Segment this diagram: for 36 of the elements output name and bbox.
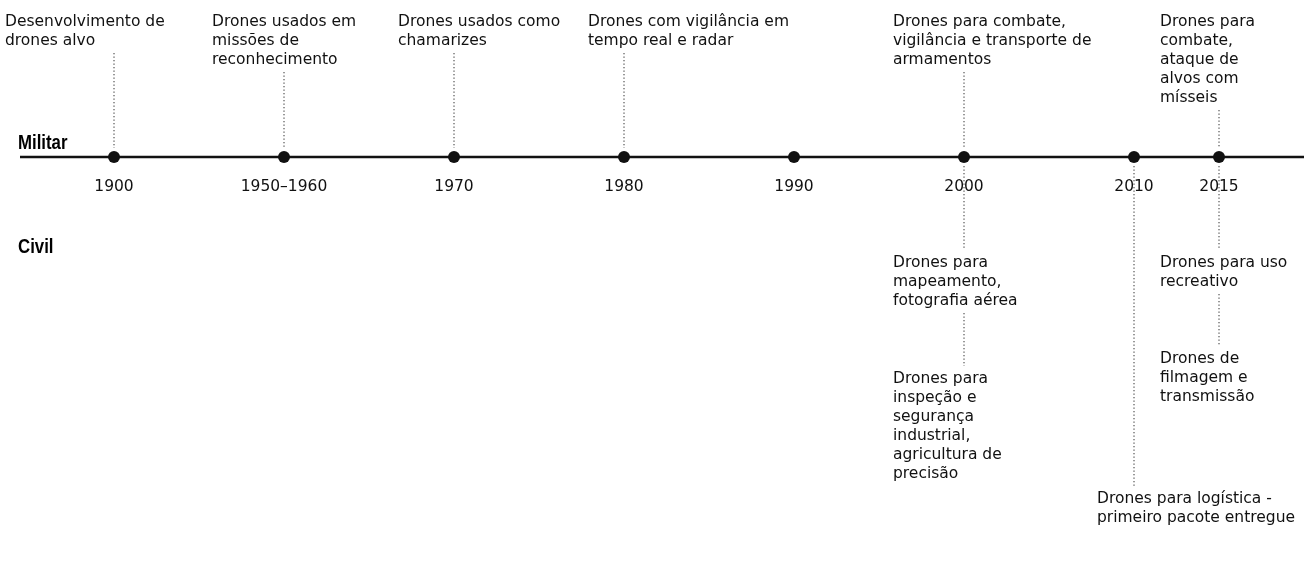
event-text: Drones usados como chamarizes bbox=[398, 12, 573, 50]
timeline-dot bbox=[788, 151, 800, 163]
row-label: Militar bbox=[18, 130, 68, 154]
leader-line bbox=[963, 165, 965, 251]
event-text: Drones para uso recreativo bbox=[1160, 253, 1290, 291]
event-text: Drones para combate, ataque de alvos com mísseis bbox=[1160, 12, 1272, 107]
event-text: Drones para mapeamento, fotografia aérea bbox=[893, 253, 1053, 310]
row-label: Civil bbox=[18, 234, 54, 258]
year-label: 2010 bbox=[1113, 177, 1155, 195]
year-label: 1900 bbox=[93, 177, 135, 195]
event-text: Drones com vigilância em tempo real e radar bbox=[588, 12, 828, 50]
leader-line bbox=[1133, 165, 1135, 487]
leader-line bbox=[283, 71, 285, 149]
event-text: Drones para logística - primeiro pacote entregue bbox=[1097, 489, 1297, 527]
leader-line bbox=[1218, 293, 1220, 347]
year-label: 2000 bbox=[943, 177, 985, 195]
year-label: 1990 bbox=[773, 177, 815, 195]
leader-line bbox=[963, 71, 965, 149]
event-text: Drones para inspeção e segurança industrial, agricultura de precisão bbox=[893, 369, 1033, 483]
timeline-dot bbox=[1213, 151, 1225, 163]
event-text: Drones usados em missões de reconhecimento bbox=[212, 12, 377, 69]
leader-line bbox=[1218, 109, 1220, 149]
year-label: 1980 bbox=[603, 177, 645, 195]
timeline-dot bbox=[618, 151, 630, 163]
timeline-dot bbox=[108, 151, 120, 163]
timeline-dot bbox=[1128, 151, 1140, 163]
timeline-dot bbox=[278, 151, 290, 163]
event-text: Drones para combate, vigilância e transporte de armamentos bbox=[893, 12, 1143, 69]
event-text: Desenvolvimento de drones alvo bbox=[5, 12, 195, 50]
year-label: 2015 bbox=[1198, 177, 1240, 195]
timeline-dot bbox=[448, 151, 460, 163]
event-text: Drones de filmagem e transmissão bbox=[1160, 349, 1290, 406]
year-label: 1970 bbox=[433, 177, 475, 195]
timeline-dot bbox=[958, 151, 970, 163]
year-label: 1950–1960 bbox=[239, 177, 329, 195]
leader-line bbox=[1218, 165, 1220, 251]
